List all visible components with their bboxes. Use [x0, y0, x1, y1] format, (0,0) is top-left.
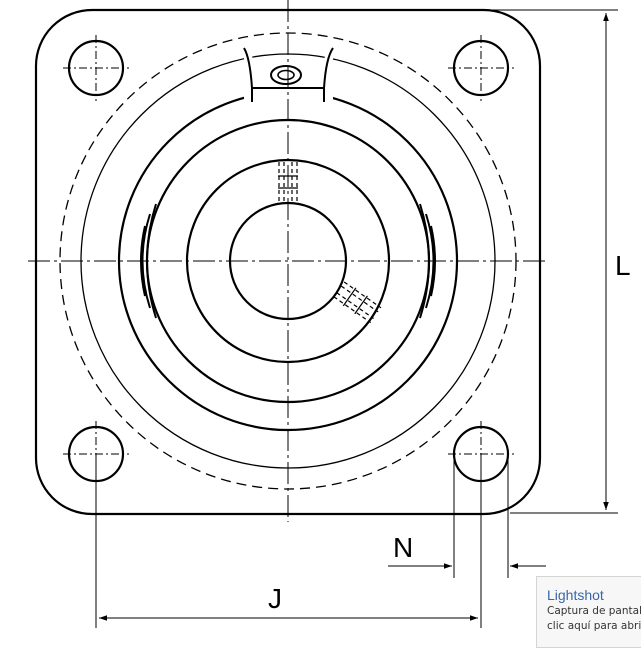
tooltip-title: Lightshot: [547, 587, 604, 603]
tooltip-line-2: clic aquí para abri: [547, 620, 641, 632]
label-n: N: [393, 532, 413, 563]
bolt-hole-top-left: [63, 35, 129, 101]
dimension-l: [486, 9, 618, 514]
label-l: L: [615, 250, 631, 281]
tooltip-line-1: Captura de pantal: [547, 605, 641, 617]
label-j: J: [268, 583, 282, 614]
dimension-n: [388, 456, 546, 578]
dimension-j: [95, 454, 482, 628]
center-lines: [28, 0, 548, 522]
bolt-hole-top-right: [448, 35, 514, 101]
set-screw-diagonal: [333, 281, 382, 324]
lightshot-tooltip[interactable]: Lightshot Captura de pantal clic aquí pa…: [536, 576, 641, 648]
set-screw-top: [278, 162, 298, 204]
grease-nipple: [270, 65, 302, 85]
